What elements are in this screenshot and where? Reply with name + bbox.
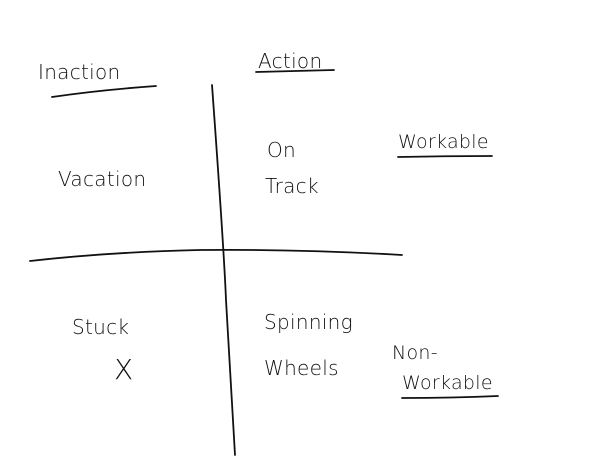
on-track-label-line1: On	[267, 138, 297, 162]
spinning-wheels-label-line1: Spinning	[264, 310, 353, 334]
stuck-label: Stuck	[72, 315, 130, 339]
spinning-wheels-label-line2: Wheels	[264, 356, 339, 380]
stuck-x-mark: X	[114, 353, 134, 386]
non-workable-label-line2: Workable	[402, 372, 493, 394]
vacation-label: Vacation	[58, 167, 147, 191]
horizontal-axis	[29, 248, 403, 262]
non-workable-underline	[401, 395, 499, 399]
inaction-underline	[51, 85, 157, 98]
non-workable-label-line1: Non-	[392, 342, 438, 364]
on-track-label-line2: Track	[265, 174, 319, 198]
action-underline	[255, 69, 335, 73]
workable-label: Workable	[398, 131, 489, 153]
inaction-header: Inaction	[38, 60, 121, 84]
workable-underline	[397, 155, 493, 158]
action-header: Action	[258, 49, 323, 73]
vertical-axis	[211, 84, 236, 456]
